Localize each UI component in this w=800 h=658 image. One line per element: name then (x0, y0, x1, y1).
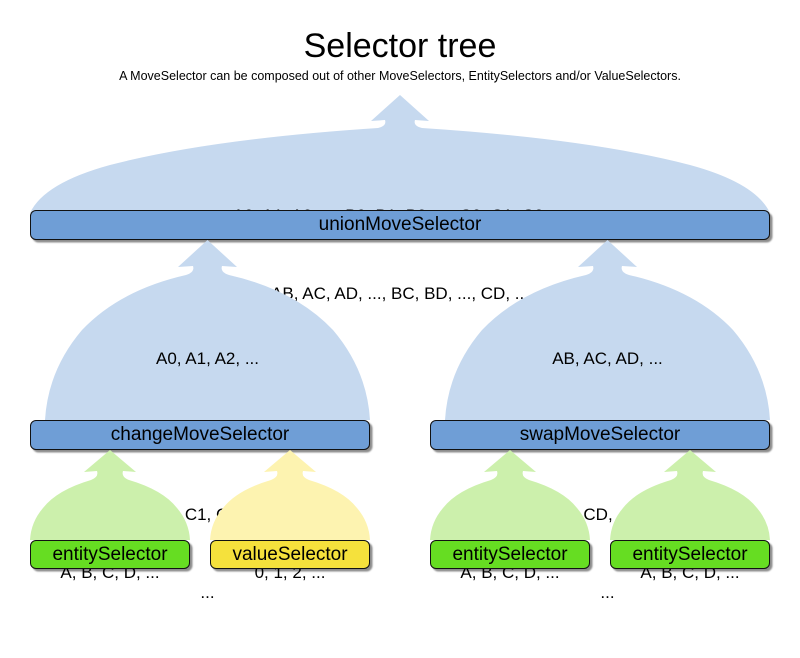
node-entity-selector-2[interactable]: A, B, C, D, ... (430, 450, 590, 582)
union-flag-shape (30, 95, 770, 213)
union-move-selector-bar[interactable]: unionMoveSelector (30, 210, 770, 240)
entity-selector-2-flag-shape (430, 450, 590, 540)
node-entity-selector-1[interactable]: A, B, C, D, ... (30, 450, 190, 582)
swap-move-selector-bar[interactable]: swapMoveSelector (430, 420, 770, 450)
page-subtitle: A MoveSelector can be composed out of ot… (119, 69, 681, 83)
entity-selector-2-label: entitySelector (452, 544, 568, 565)
value-selector-1-label: valueSelector (232, 544, 348, 565)
node-value-selector-1[interactable]: 0, 1, 2, ... (210, 450, 370, 582)
change-flag-shape (45, 240, 370, 420)
value-selector-1-bar[interactable]: valueSelector (210, 540, 370, 569)
page-title: Selector tree (303, 27, 497, 65)
node-entity-selector-3[interactable]: A, B, C, D, ... (610, 450, 770, 582)
entity-selector-3-flag-shape (610, 450, 770, 540)
value-selector-1-flag-shape (210, 450, 370, 540)
node-swap-move-selector[interactable]: AB, AC, AD, ... BC, BD, ... CD, ... ... (445, 240, 770, 602)
entity-selector-3-label: entitySelector (632, 544, 748, 565)
node-union-move-selector[interactable]: A0, A1, A2, ..., B0, B1, B2, ..., C0, C1… (30, 95, 770, 303)
entity-selector-2-bar[interactable]: entitySelector (430, 540, 590, 569)
entity-selector-1-label: entitySelector (52, 544, 168, 565)
selector-tree-diagram: Selector tree A MoveSelector can be comp… (30, 27, 770, 602)
change-move-selector-bar[interactable]: changeMoveSelector (30, 420, 370, 450)
union-move-selector-label: unionMoveSelector (318, 214, 482, 235)
entity-selector-1-bar[interactable]: entitySelector (30, 540, 190, 569)
swap-item-line: ... (600, 583, 615, 602)
change-item-line: ... (200, 583, 215, 602)
swap-move-selector-label: swapMoveSelector (519, 424, 681, 445)
entity-selector-1-flag-shape (30, 450, 190, 540)
node-change-move-selector[interactable]: A0, A1, A2, ... B0, B1, B2, ... C0, C1, … (45, 240, 370, 602)
swap-flag-shape (445, 240, 770, 420)
entity-selector-3-bar[interactable]: entitySelector (610, 540, 770, 569)
change-move-selector-label: changeMoveSelector (110, 424, 290, 445)
